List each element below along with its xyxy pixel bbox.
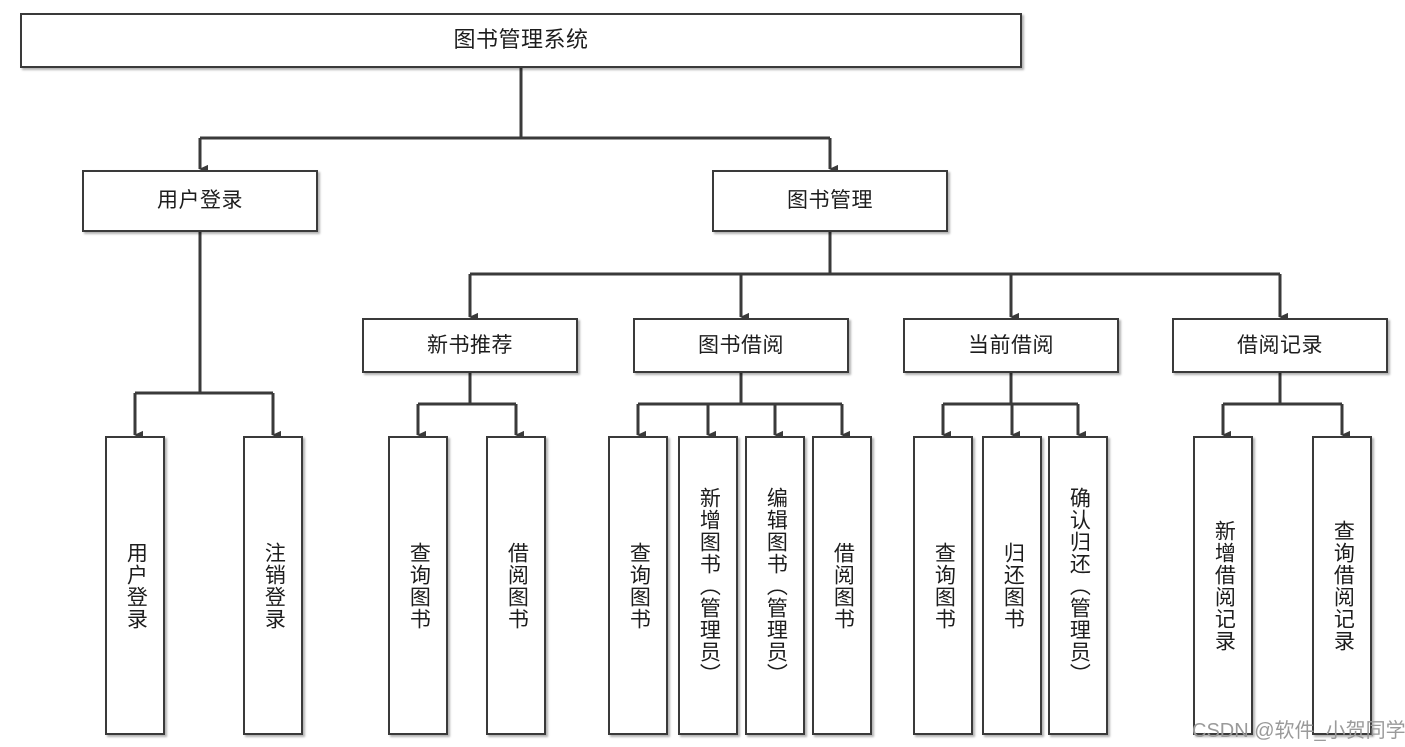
node-label-leaf-query-record: 查询借阅记录: [1331, 519, 1355, 652]
node-label-leaf-add-record: 新增借阅记录: [1212, 519, 1236, 652]
node-leaf-edit-book[interactable]: 编辑图书（管理员）: [745, 436, 805, 735]
node-label-leaf-edit-book: 编辑图书（管理员）: [764, 486, 788, 685]
node-label-leaf-query-book-rec: 查询图书: [407, 541, 431, 630]
node-leaf-add-record[interactable]: 新增借阅记录: [1193, 436, 1253, 735]
node-borrow-record[interactable]: 借阅记录: [1172, 318, 1388, 373]
node-label-leaf-logout: 注销登录: [262, 541, 286, 630]
node-label-book-manage: 图书管理: [787, 189, 873, 213]
node-new-book-rec[interactable]: 新书推荐: [362, 318, 578, 373]
node-label-user-login: 用户登录: [157, 189, 243, 213]
node-leaf-query-record[interactable]: 查询借阅记录: [1312, 436, 1372, 735]
node-leaf-confirm-return[interactable]: 确认归还（管理员）: [1048, 436, 1108, 735]
node-label-book-borrow: 图书借阅: [698, 333, 784, 357]
node-leaf-return-book[interactable]: 归还图书: [982, 436, 1042, 735]
node-leaf-user-login[interactable]: 用户登录: [105, 436, 165, 735]
node-label-leaf-query-book-bor: 查询图书: [627, 541, 651, 630]
node-label-leaf-borrow-book-bor: 借阅图书: [831, 541, 855, 630]
node-leaf-logout[interactable]: 注销登录: [243, 436, 303, 735]
node-leaf-query-book-cur[interactable]: 查询图书: [913, 436, 973, 735]
node-root[interactable]: 图书管理系统: [20, 13, 1022, 68]
node-label-leaf-return-book: 归还图书: [1001, 541, 1025, 630]
node-leaf-borrow-book-bor[interactable]: 借阅图书: [812, 436, 872, 735]
node-leaf-add-book[interactable]: 新增图书（管理员）: [678, 436, 738, 735]
csdn-watermark: CSDN @软件_小贺同学: [1192, 720, 1405, 742]
node-label-leaf-query-book-cur: 查询图书: [932, 541, 956, 630]
node-label-leaf-add-book: 新增图书（管理员）: [697, 486, 721, 685]
node-leaf-borrow-book-rec[interactable]: 借阅图书: [486, 436, 546, 735]
node-label-leaf-user-login: 用户登录: [124, 541, 148, 630]
node-label-new-book-rec: 新书推荐: [427, 333, 513, 357]
node-current-borrow[interactable]: 当前借阅: [903, 318, 1119, 373]
node-label-root: 图书管理系统: [453, 27, 589, 53]
node-label-leaf-confirm-return: 确认归还（管理员）: [1067, 486, 1091, 685]
node-label-borrow-record: 借阅记录: [1237, 333, 1323, 357]
node-book-manage[interactable]: 图书管理: [712, 170, 948, 232]
node-user-login[interactable]: 用户登录: [82, 170, 318, 232]
connector-edges: [133, 68, 1350, 440]
node-leaf-query-book-rec[interactable]: 查询图书: [388, 436, 448, 735]
node-label-leaf-borrow-book-rec: 借阅图书: [505, 541, 529, 630]
node-book-borrow[interactable]: 图书借阅: [633, 318, 849, 373]
node-label-current-borrow: 当前借阅: [968, 333, 1054, 357]
node-leaf-query-book-bor[interactable]: 查询图书: [608, 436, 668, 735]
